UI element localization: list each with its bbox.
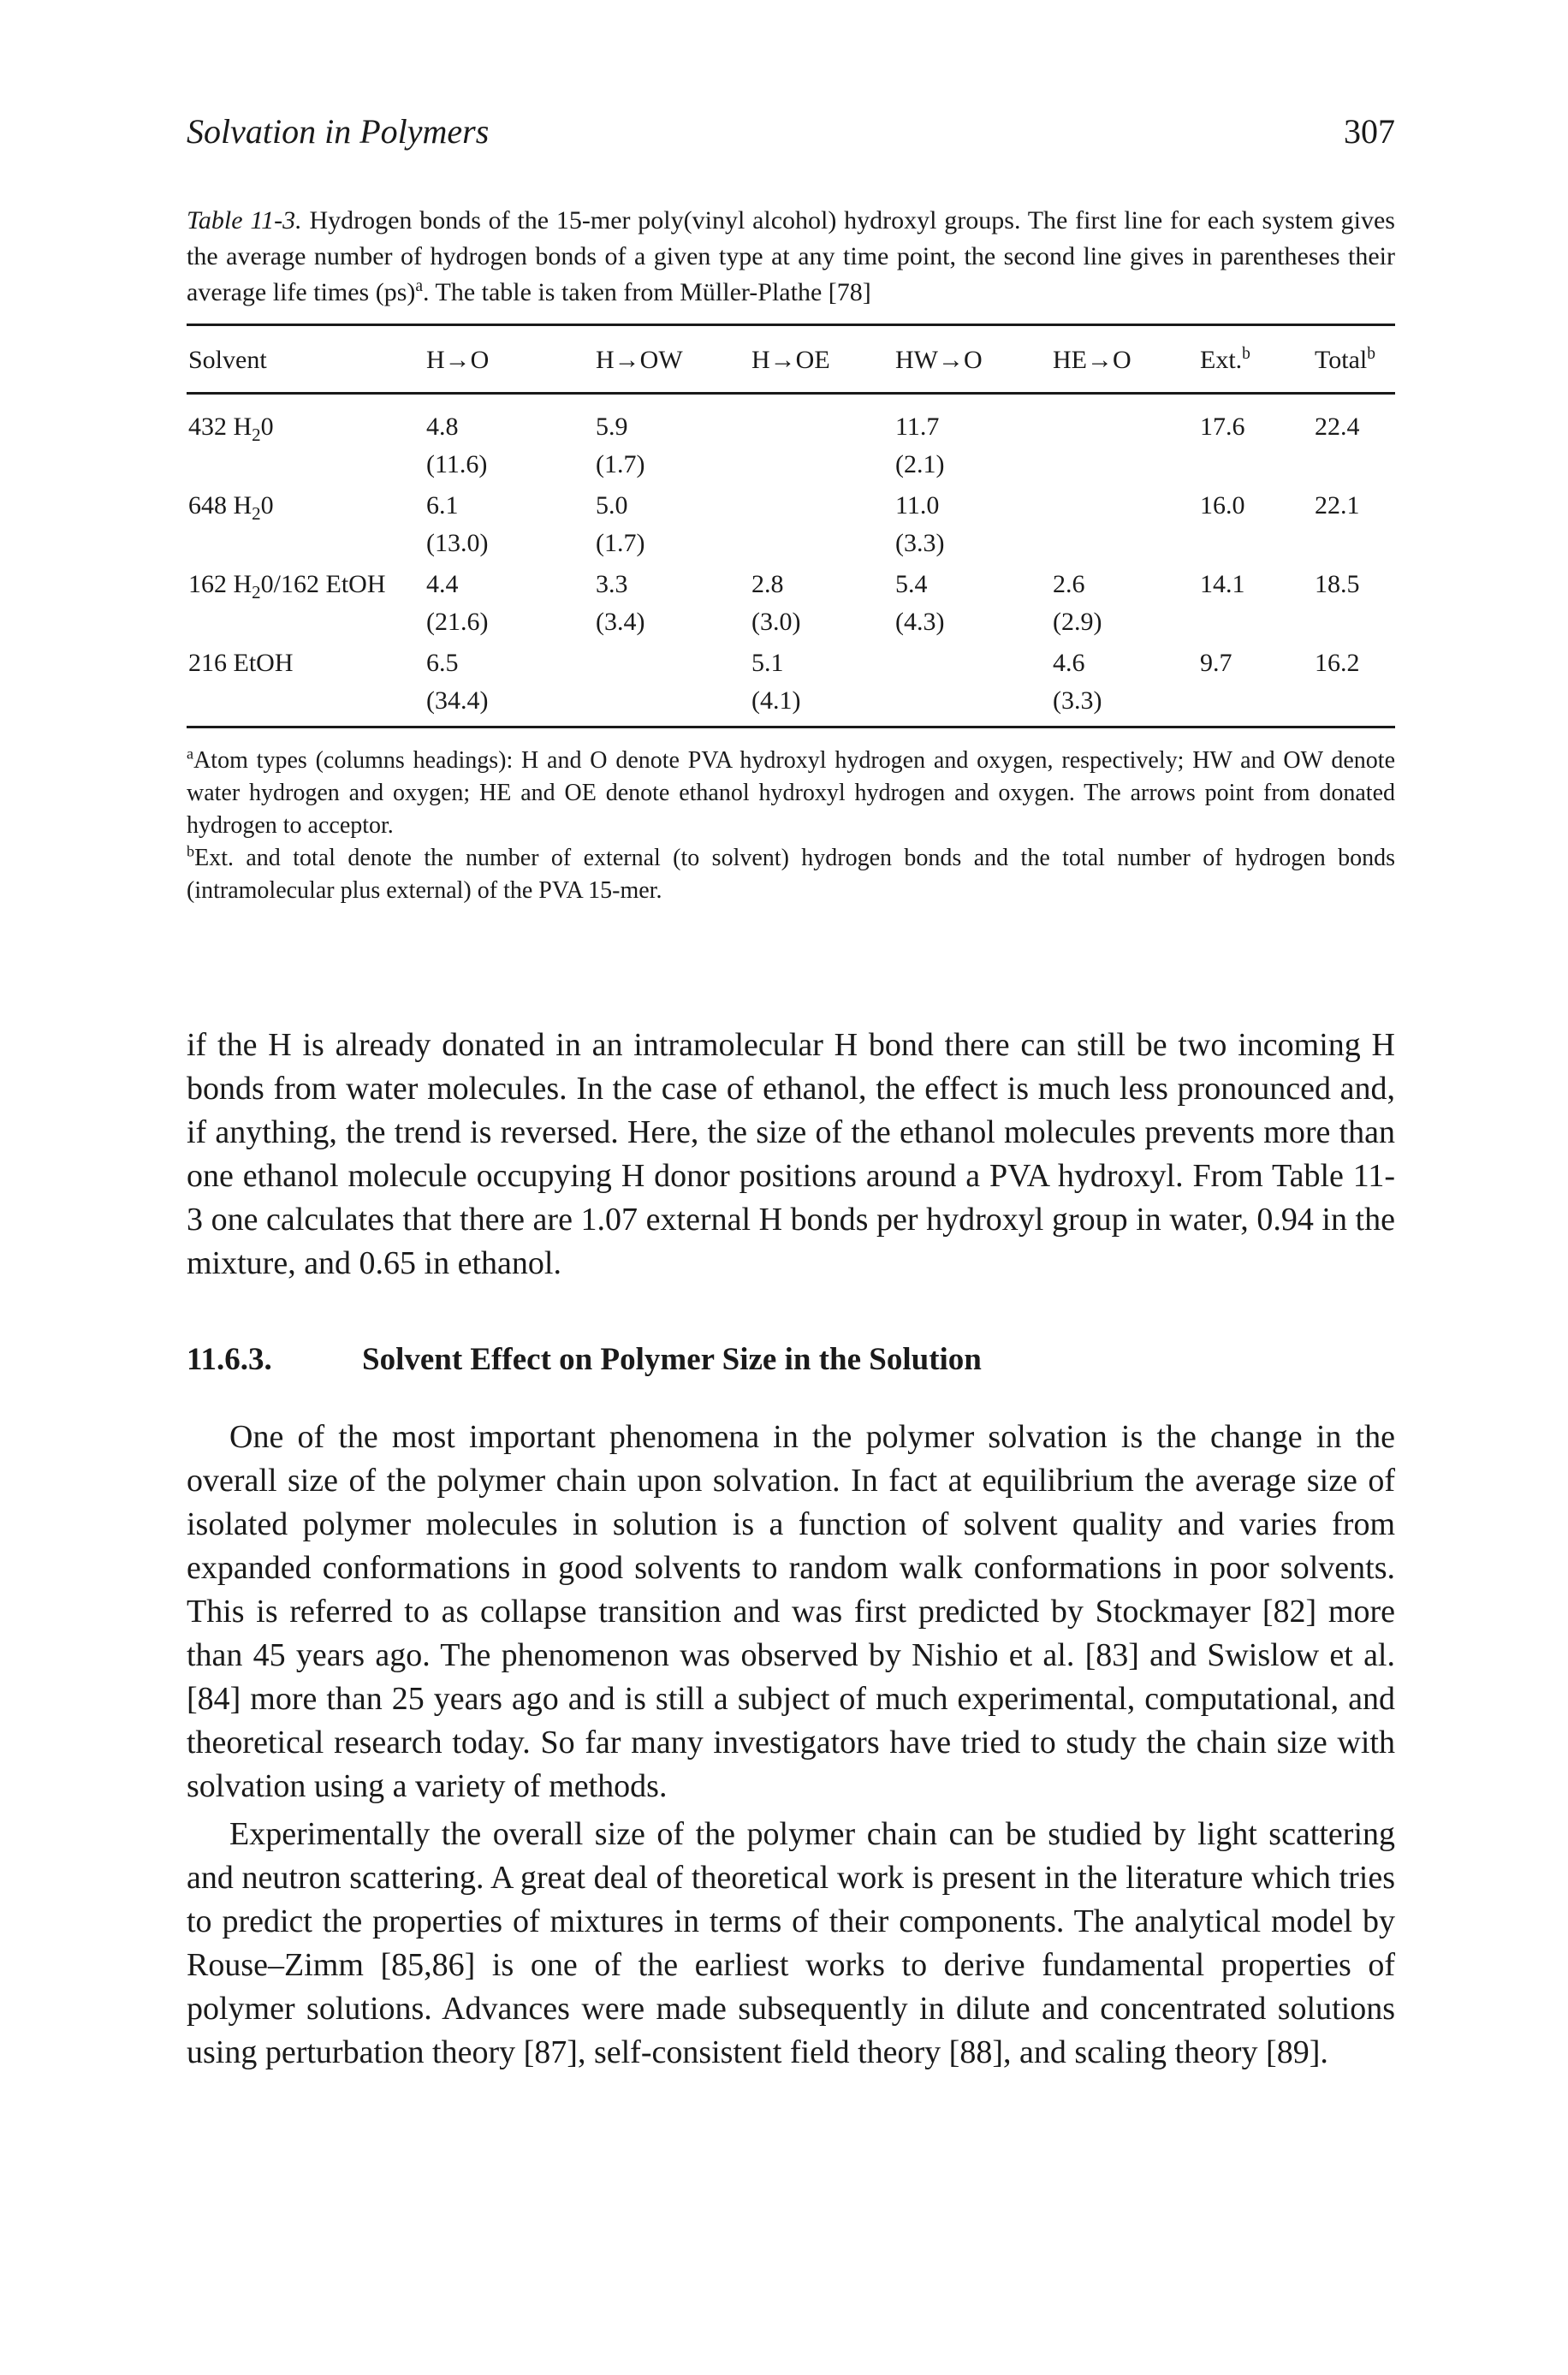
section-number: 11.6.3.: [187, 1342, 272, 1377]
table-top-rule: [187, 324, 1395, 326]
table-cell-value: 5.0: [596, 491, 628, 520]
table-bottom-rule: [187, 726, 1395, 728]
caption-text: Hydrogen bonds of the 15-mer poly(vinyl …: [187, 206, 1395, 306]
table-cell-value: 3.3: [596, 570, 628, 598]
column-header: H→OE: [751, 346, 830, 374]
table-cell-lifetime: (2.9): [1053, 608, 1102, 636]
table-label: Table 11-3.: [187, 206, 302, 235]
column-header: H→OW: [596, 346, 683, 374]
table-cell-value: 4.6: [1053, 649, 1085, 677]
caption-tail: . The table is taken from Müller-Plathe …: [423, 278, 871, 306]
table-cell-lifetime: (1.7): [596, 529, 645, 557]
body-paragraph-2: One of the most important phenomena in t…: [187, 1419, 1395, 1804]
table-cell-lifetime: (3.3): [1053, 686, 1102, 715]
table-cell-lifetime: (13.0): [426, 529, 489, 557]
table-cell-value: 11.0: [895, 491, 940, 520]
table-cell-value: 18.5: [1315, 570, 1360, 598]
column-header: Solvent: [188, 346, 267, 374]
table-cell-value: 11.7: [895, 413, 940, 441]
section-title: Solvent Effect on Polymer Size in the So…: [362, 1342, 982, 1377]
table-cell-value: 5.4: [895, 570, 928, 598]
table-cell-lifetime: (4.3): [895, 608, 945, 636]
table-cell-lifetime: (34.4): [426, 686, 489, 715]
table-caption: Table 11-3. Hydrogen bonds of the 15-mer…: [187, 203, 1395, 311]
solvent-cell: 162 H20/162 EtOH: [188, 570, 386, 603]
column-header: Ext.b: [1200, 345, 1250, 374]
table-footnotes: aAtom types (columns headings): H and O …: [187, 745, 1395, 907]
table-cell-value: 4.8: [426, 413, 459, 441]
column-header: HW→O: [895, 346, 983, 374]
table-header-rule: [187, 392, 1395, 395]
table-cell-lifetime: (21.6): [426, 608, 489, 636]
table-cell-value: 14.1: [1200, 570, 1245, 598]
table-cell-value: 16.0: [1200, 491, 1245, 520]
table-cell-lifetime: (4.1): [751, 686, 801, 715]
column-header: H→O: [426, 346, 490, 374]
body-paragraph-3: Experimentally the overall size of the p…: [187, 1816, 1395, 2070]
table-cell-value: 22.4: [1315, 413, 1360, 441]
solvent-cell: 648 H20: [188, 491, 274, 524]
running-title: Solvation in Polymers: [187, 112, 490, 151]
table-cell-value: 5.9: [596, 413, 628, 441]
solvent-cell: 432 H20: [188, 413, 274, 445]
table-cell-lifetime: (3.3): [895, 529, 945, 557]
table-cell-lifetime: (2.1): [895, 450, 945, 478]
solvent-cell: 216 EtOH: [188, 649, 294, 677]
footnote-b: bExt. and total denote the number of ext…: [187, 842, 1395, 904]
table-cell-value: 6.5: [426, 649, 459, 677]
page-number: 307: [1344, 112, 1395, 151]
table-cell-value: 17.6: [1200, 413, 1245, 441]
page-header: Solvation in Polymers 307: [187, 111, 1395, 163]
table-cell-lifetime: (11.6): [426, 450, 488, 478]
table-cell-value: 2.6: [1053, 570, 1085, 598]
section-heading: 11.6.3. Solvent Effect on Polymer Size in…: [187, 1341, 982, 1378]
table-cell-value: 4.4: [426, 570, 459, 598]
column-header: Totalb: [1315, 345, 1375, 374]
table-cell-value: 22.1: [1315, 491, 1360, 520]
table-cell-value: 9.7: [1200, 649, 1232, 677]
table-cell-lifetime: (3.0): [751, 608, 801, 636]
caption-footnote-mark: a: [415, 277, 424, 295]
table-cell-value: 16.2: [1315, 649, 1360, 677]
table-cell-value: 5.1: [751, 649, 784, 677]
table-cell-value: 6.1: [426, 491, 459, 520]
table-cell-value: 2.8: [751, 570, 784, 598]
table-cell-lifetime: (1.7): [596, 450, 645, 478]
column-header: HE→O: [1053, 346, 1131, 374]
table-cell-lifetime: (3.4): [596, 608, 645, 636]
body-paragraph-1: if the H is already donated in an intram…: [187, 1027, 1395, 1281]
footnote-a: aAtom types (columns headings): H and O …: [187, 745, 1395, 839]
